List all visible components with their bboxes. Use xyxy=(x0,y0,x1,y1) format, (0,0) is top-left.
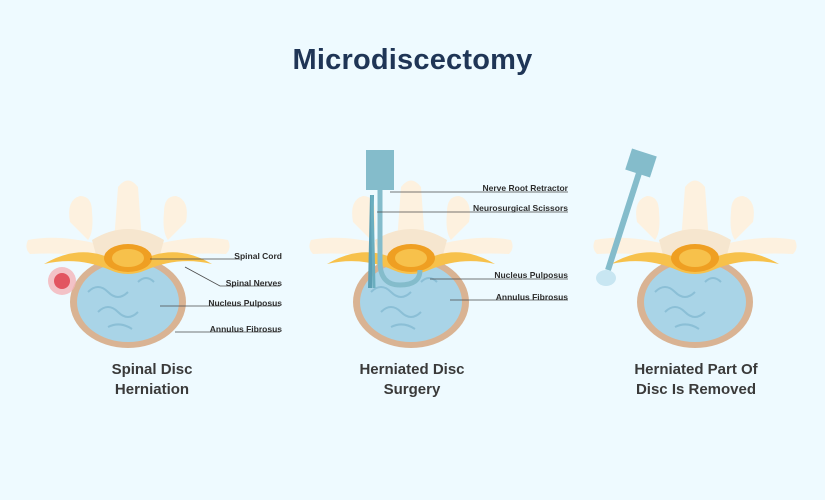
label-annulus-fibrosus: Annulus Fibrosus xyxy=(495,292,568,302)
caption-line: Spinal Disc xyxy=(111,361,193,378)
label-spinal-cord: Spinal Cord xyxy=(234,251,282,261)
vertebra-illustration xyxy=(592,179,798,349)
leader-lines xyxy=(377,191,568,301)
caption-surgery: Herniated Disc Surgery xyxy=(312,360,512,400)
panel-surgery xyxy=(308,150,568,349)
label-nucleus-pulposus: Nucleus Pulposus xyxy=(494,270,568,280)
caption-line: Surgery xyxy=(383,381,441,398)
leader-lines xyxy=(150,258,280,333)
panel-herniation xyxy=(25,179,280,349)
neurosurgical-scissors xyxy=(368,194,376,289)
panel-removed xyxy=(592,148,798,349)
label-neurosurgical-scissors: Neurosurgical Scissors xyxy=(473,203,568,213)
inflammation-marker xyxy=(48,267,76,295)
label-annulus-fibrosus: Annulus Fibrosus xyxy=(209,324,282,334)
caption-removed: Herniated Part Of Disc Is Removed xyxy=(596,360,796,400)
caption-line: Herniated Disc xyxy=(359,361,465,378)
page-title: Microdiscectomy xyxy=(292,44,533,76)
caption-line: Disc Is Removed xyxy=(635,381,757,398)
label-nucleus-pulposus: Nucleus Pulposus xyxy=(208,298,282,308)
vertebra-illustration xyxy=(25,179,231,349)
caption-line: Herniation xyxy=(114,381,190,398)
label-spinal-nerves: Spinal Nerves xyxy=(225,278,282,288)
surgical-instrument xyxy=(596,148,657,286)
nerve-root-retractor xyxy=(366,150,423,288)
label-nerve-root-retractor: Nerve Root Retractor xyxy=(482,183,569,193)
caption-herniation: Spinal Disc Herniation xyxy=(52,360,252,400)
caption-line: Herniated Part Of xyxy=(634,361,758,378)
